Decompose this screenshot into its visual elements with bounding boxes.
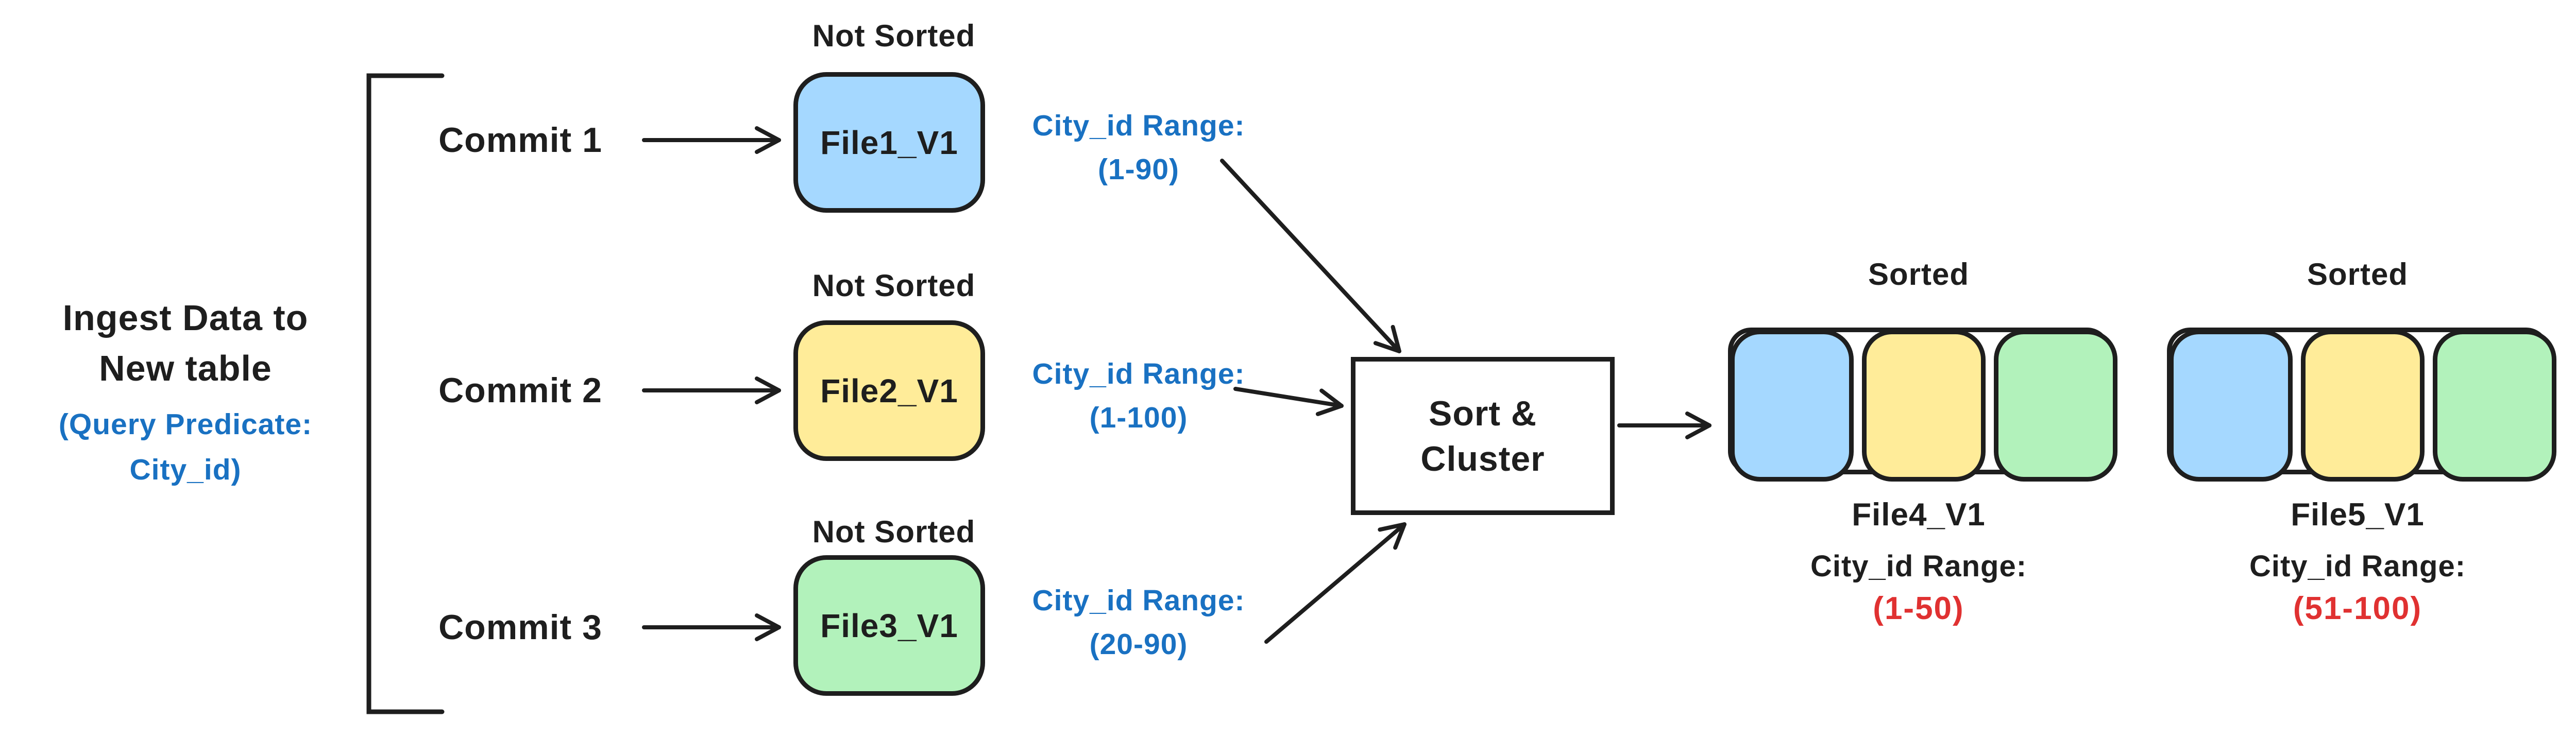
sorted-label-2: Sorted (2307, 257, 2409, 292)
sort-cluster-line2: Cluster (1420, 439, 1545, 478)
commit-2-label: Commit 2 (438, 371, 602, 410)
file3-box: File3_V1 (793, 555, 985, 696)
file5-segment-blue (2169, 330, 2293, 482)
file5-name: File5_V1 (2291, 497, 2425, 533)
ingest-note: Ingest Data to New table (Query Predicat… (10, 293, 361, 492)
arrow-range3-sort (1264, 522, 1406, 644)
file4-range-label: City_id Range: (1810, 550, 2027, 583)
file3-name: File3_V1 (820, 607, 958, 644)
file1-box: File1_V1 (793, 72, 985, 213)
file1-range-value: (1-90) (1097, 153, 1180, 186)
file1-name: File1_V1 (820, 124, 958, 161)
file4-box (1728, 328, 2117, 482)
not-sorted-label-3: Not Sorted (812, 515, 976, 549)
sort-cluster-box: Sort & Cluster (1351, 357, 1615, 515)
ingest-note-line2: New table (99, 348, 272, 388)
file4-range-value: (1-50) (1873, 591, 1964, 626)
file3-range-label: City_id Range: (1032, 584, 1245, 617)
file2-range-value: (1-100) (1089, 401, 1188, 434)
file3-range-value: (20-90) (1089, 628, 1188, 661)
sorted-label-1: Sorted (1868, 257, 1970, 292)
file5-segment-green (2433, 330, 2556, 482)
commit-1-label: Commit 1 (438, 121, 602, 160)
file2-range-label: City_id Range: (1032, 357, 1245, 390)
file4-segment-blue (1730, 330, 1854, 482)
file4-segment-green (1994, 330, 2117, 482)
query-predicate-line2: City_id) (129, 453, 242, 486)
file2-name: File2_V1 (820, 372, 958, 409)
not-sorted-label-1: Not Sorted (812, 19, 976, 53)
ingest-note-line1: Ingest Data to (62, 298, 309, 338)
file4-segment-yellow (1862, 330, 1986, 482)
file4-name: File4_V1 (1852, 497, 1986, 533)
file2-box: File2_V1 (793, 320, 985, 461)
file5-range-value: (51-100) (2293, 591, 2422, 626)
file5-range-label: City_id Range: (2249, 550, 2466, 583)
file1-range: City_id Range: (1-90) (1002, 104, 1275, 192)
file2-range: City_id Range: (1-100) (1002, 352, 1275, 440)
file5-box (2167, 328, 2556, 482)
sort-cluster-line1: Sort & (1429, 393, 1537, 433)
query-predicate-line1: (Query Predicate: (58, 408, 313, 441)
file3-range: City_id Range: (20-90) (1002, 579, 1275, 666)
file5-segment-yellow (2301, 330, 2425, 482)
not-sorted-label-2: Not Sorted (812, 268, 976, 303)
file1-range-label: City_id Range: (1032, 109, 1245, 142)
commit-3-label: Commit 3 (438, 608, 602, 647)
